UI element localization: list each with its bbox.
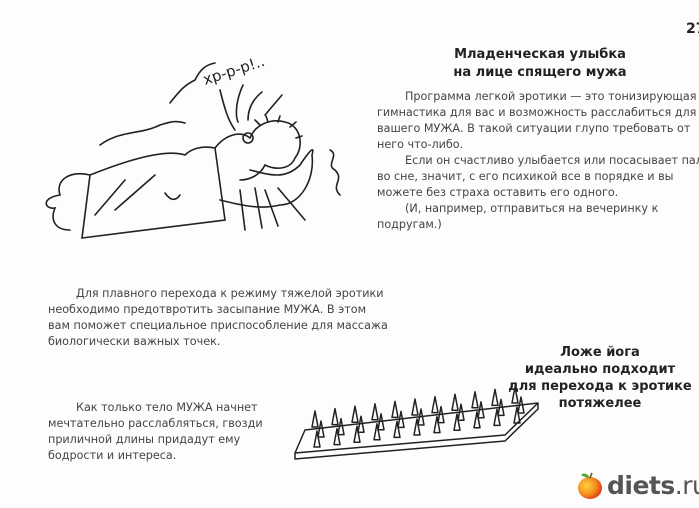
section3-title: Ложе йога идеально подходит для перехода… (490, 344, 699, 412)
text-line: биологически важных точек. (48, 335, 221, 348)
nail (397, 410, 405, 429)
nail (373, 423, 381, 441)
nail (477, 401, 485, 419)
text-line: вашего МУЖА. В такой ситуации глупо треб… (377, 122, 691, 135)
nail (453, 413, 461, 431)
text-line: подругам.) (377, 218, 442, 231)
logo-tld: .ru (674, 470, 699, 500)
nail (437, 405, 445, 424)
page-number: 27 (686, 21, 699, 37)
nail (513, 406, 521, 424)
logo-brand: diets (607, 470, 675, 500)
text-line: вам поможет специальное приспособление д… (48, 319, 388, 332)
nail (391, 400, 399, 419)
text-line: (И, например, отправиться на вечеринку к (405, 202, 659, 215)
text-line: мечтательно расслабляться, гвозди (48, 417, 263, 430)
nail (317, 420, 325, 438)
section1-title: Младенческая улыбка на лице спящего мужа (400, 46, 680, 82)
nail (353, 425, 361, 443)
snore-text: хр-р-р!.. (201, 52, 267, 89)
nail (377, 413, 385, 431)
nail (491, 388, 499, 407)
nail (431, 395, 439, 414)
title-line: идеально подходит (524, 362, 676, 377)
text-line: Для плавного перехода к режиму тяжелой э… (76, 287, 384, 300)
nail (351, 405, 359, 423)
nail (311, 410, 319, 428)
nail (331, 407, 339, 426)
title-line: для перехода к эротике (508, 379, 692, 394)
text-line: можете без страха оставить его одного. (377, 186, 619, 199)
text-line: Как только тело МУЖА начнет (76, 401, 258, 414)
diets-logo: diets.ru (577, 470, 699, 500)
nail (393, 420, 401, 439)
nail (313, 430, 321, 448)
nail (417, 408, 425, 426)
text-line: Программа легкой эротики — это тонизирую… (405, 90, 697, 103)
nail (473, 411, 481, 429)
nail (451, 393, 459, 411)
nail (411, 398, 419, 416)
section2-paragraph: Для плавного перехода к режиму тяжелой э… (48, 286, 388, 350)
text-line: необходимо предотвротить засыпание МУЖА.… (48, 303, 367, 316)
nail (433, 415, 441, 434)
section1-paragraph: Программа легкой эротики — это тонизирую… (377, 89, 699, 233)
apple-icon (578, 472, 602, 499)
nail (357, 415, 365, 433)
nail (497, 398, 505, 417)
nail (471, 391, 479, 409)
title-line: потяжелее (558, 396, 642, 411)
nail (333, 427, 341, 446)
text-line: бодрости и интереса. (48, 449, 177, 462)
nail (337, 417, 345, 436)
nail (511, 386, 519, 404)
text-line: приличной длины придадут ему (48, 433, 241, 446)
nail (457, 403, 465, 421)
sleeping-man-illustration: хр-р-р!.. (45, 52, 341, 239)
nail (493, 408, 501, 427)
text-line: во сне, значит, с его психикой все в пор… (377, 170, 674, 183)
bed-of-nails-illustration (294, 386, 539, 460)
title-line: на лице спящего мужа (453, 65, 627, 80)
nail (371, 403, 379, 421)
section3-paragraph: Как только тело МУЖА начнет мечтательно … (48, 400, 263, 464)
text-line: Если он счастливо улыбается или посасыва… (405, 154, 699, 167)
title-line: Младенческая улыбка (454, 47, 626, 62)
text-line: него что-либо. (377, 138, 464, 151)
title-line: Ложе йога (560, 345, 640, 360)
nail (517, 396, 525, 414)
nail (413, 418, 421, 436)
text-line: гимнастика для вас и возможность расслаб… (377, 106, 697, 119)
